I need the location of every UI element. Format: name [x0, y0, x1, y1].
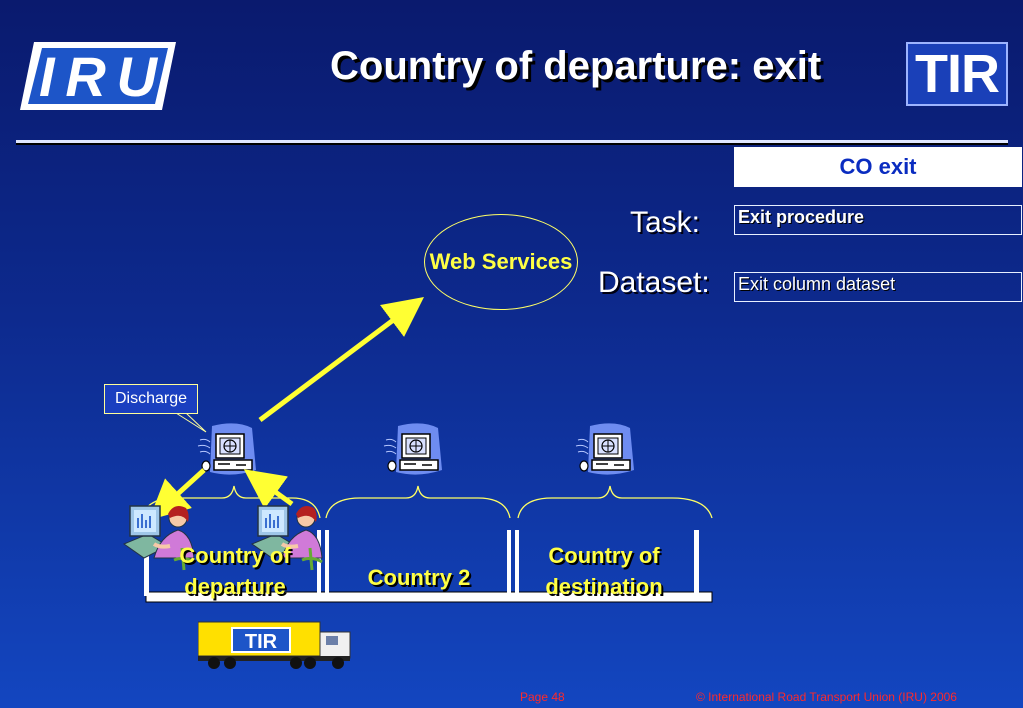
iru-logo: IRU: [20, 42, 176, 110]
footer-page-number: Page 48: [520, 690, 565, 704]
country-brace-3: [517, 485, 713, 519]
arrow-to-web-services: [258, 297, 424, 422]
country-of-departure-label: Country of departure: [179, 543, 291, 599]
title-divider: [16, 140, 1008, 143]
discharge-callout-pointer: [175, 412, 207, 433]
computer-icon-departure: [197, 422, 257, 476]
country-separator-2: [507, 530, 511, 596]
tir-truck-icon: TIR: [198, 621, 351, 669]
country-2-label: Country 2: [367, 565, 471, 590]
tir-logo: TIR: [906, 42, 1008, 106]
country-separator-1b: [325, 530, 329, 596]
country-separator-left: [144, 530, 149, 596]
co-exit-heading: CO exit: [734, 147, 1022, 187]
dataset-label: Dataset:: [598, 266, 710, 299]
task-value: Exit procedure: [734, 205, 1022, 235]
countries-baseline: [145, 591, 713, 603]
footer-copyright: © International Road Transport Union (IR…: [696, 690, 957, 704]
arrow-to-operator-left: [148, 468, 206, 521]
dataset-value: Exit column dataset: [734, 272, 1022, 302]
country-of-destination-label: Country of destination: [545, 543, 663, 599]
computer-icon-destination: [575, 422, 635, 476]
truck-tir-text: TIR: [245, 631, 278, 653]
country-separator-2b: [515, 530, 519, 596]
computer-icon-country-2: [383, 422, 443, 476]
country-brace-2: [325, 485, 511, 519]
task-label: Task:: [630, 206, 701, 239]
arrow-from-operator-right: [243, 469, 294, 509]
page-title: Country of departure: exit: [330, 44, 822, 88]
discharge-callout: Discharge: [104, 384, 198, 414]
web-services-node: Web Services: [424, 214, 578, 310]
country-separator-1: [317, 530, 321, 596]
country-separator-right: [694, 530, 699, 596]
